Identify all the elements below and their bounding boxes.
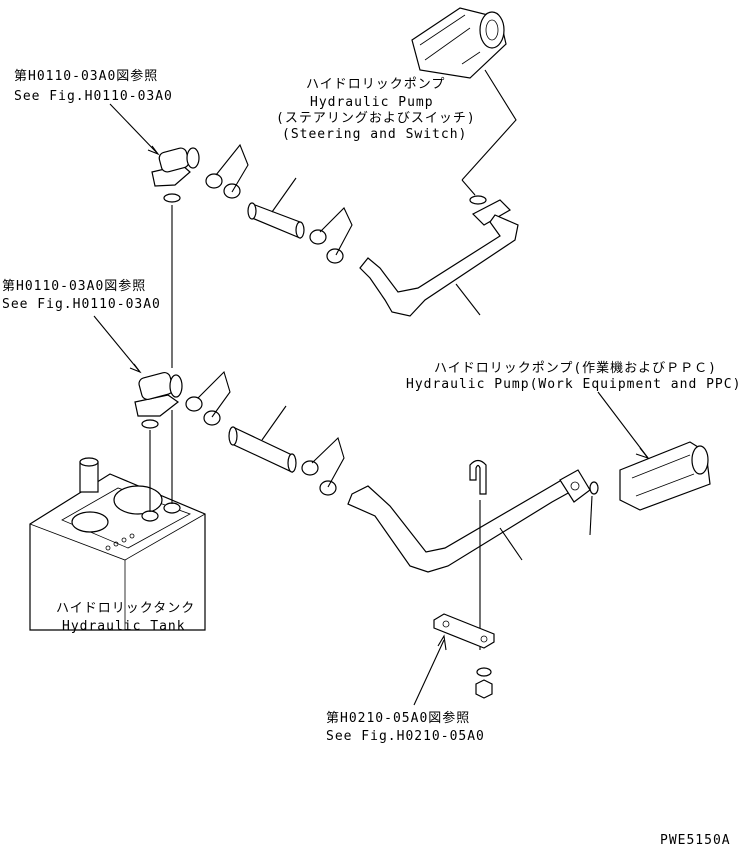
tube-bottom <box>347 477 571 573</box>
arrow-pump-work <box>635 447 650 460</box>
oring-top-right <box>469 195 487 205</box>
leader-oring-top <box>461 179 476 196</box>
leader-ref-mid <box>93 315 141 373</box>
leader-clamps-mid-left <box>197 370 231 418</box>
ref-top-jp: 第H0110-03A0図参照 <box>14 68 158 84</box>
ref-mid-jp: 第H0110-03A0図参照 <box>2 278 146 294</box>
clamps-mid-left <box>185 396 221 426</box>
ref-bottom-jp: 第H0210-05A0図参照 <box>326 710 470 726</box>
oring-work-pump <box>589 481 599 495</box>
arrow-ref-mid <box>129 363 142 374</box>
leader-ref-top <box>109 103 159 155</box>
tank-en: Hydraulic Tank <box>62 619 186 634</box>
leader-clamps-top-right <box>319 207 353 256</box>
leader-tube-top <box>455 283 481 316</box>
tube-top <box>359 199 519 317</box>
ref-bottom-en: See Fig.H0210-05A0 <box>326 729 485 744</box>
washer <box>476 667 492 677</box>
ref-mid-en: See Fig.H0110-03A0 <box>2 297 161 312</box>
work-pump <box>619 441 711 511</box>
arrow-ref-top <box>147 145 160 156</box>
leader-clamps-mid-right <box>311 436 345 488</box>
u-bolt <box>469 459 487 495</box>
bracket <box>433 613 495 649</box>
oring-top <box>163 193 181 203</box>
steering-pump <box>411 7 507 79</box>
nut <box>475 679 493 699</box>
top-elbow-assembly <box>151 147 200 187</box>
tank-jp: ハイドロリックタンク <box>56 601 195 616</box>
ref-top-en: See Fig.H0110-03A0 <box>14 89 173 104</box>
pump-steering-en: Hydraulic Pump <box>310 95 434 110</box>
leader-hose-top <box>271 177 297 213</box>
mid-elbow-assembly <box>134 371 183 417</box>
arrow-bracket <box>437 634 447 651</box>
leader-pump-work <box>597 391 649 459</box>
pump-work-en: Hydraulic Pump(Work Equipment and PPC) <box>406 377 741 392</box>
clamps-top-left <box>205 173 241 199</box>
hose-mid <box>228 426 297 473</box>
leader-tube-bottom <box>499 527 523 561</box>
leader-hose-mid <box>261 405 287 441</box>
oring-mid <box>141 419 159 429</box>
pump-steering-jp: ハイドロリックポンプ <box>306 77 445 92</box>
pump-steering-en-sub: (Steering and Switch) <box>282 127 467 142</box>
pump-work-jp: ハイドロリックポンプ(作業機およびＰＰＣ) <box>434 360 717 376</box>
leader-pump-steering <box>461 69 517 181</box>
hose-top <box>247 202 305 239</box>
clamps-mid-right <box>301 460 337 496</box>
leader-clamps-top-left <box>215 143 249 193</box>
work-pump-flange <box>559 469 591 503</box>
drawing-code: PWE5150A <box>660 833 731 848</box>
pump-steering-jp-sub: (ステアリングおよびスイッチ) <box>276 111 476 126</box>
clamps-top-right <box>309 229 344 264</box>
leader-oring-work <box>589 495 593 536</box>
leader-bracket <box>413 639 445 706</box>
